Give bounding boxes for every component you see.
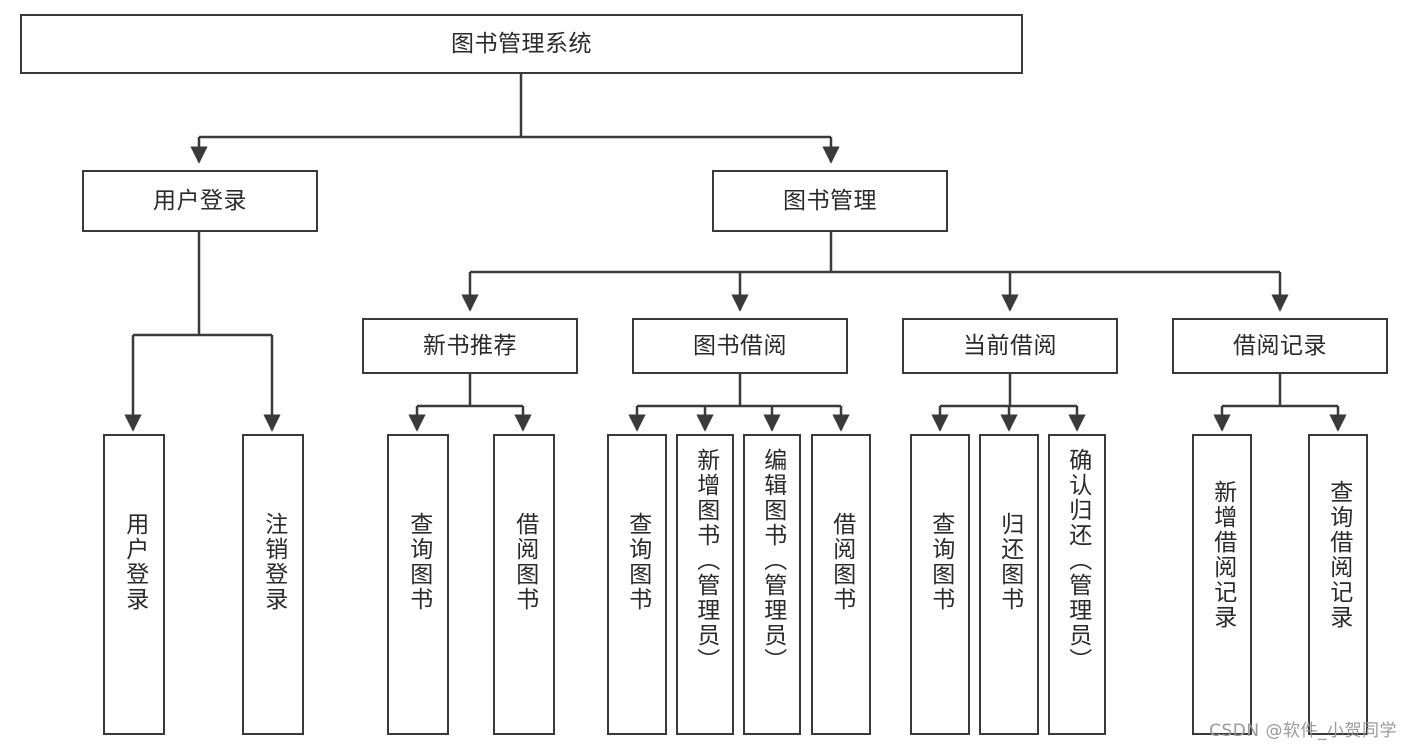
- node-book-manage[interactable]: 图书管理: [712, 170, 948, 232]
- node-new-book-rec-label: 新书推荐: [423, 332, 517, 359]
- node-leaf-add-record-label: 新增借阅记录: [1209, 480, 1236, 630]
- node-current-borrow-label: 当前借阅: [963, 332, 1057, 359]
- node-book-manage-label: 图书管理: [783, 187, 877, 214]
- node-leaf-add-record[interactable]: 新增借阅记录: [1192, 434, 1252, 735]
- node-user-login-label: 用户登录: [153, 187, 247, 214]
- node-user-login[interactable]: 用户登录: [82, 170, 318, 232]
- node-leaf-query-book-1[interactable]: 查询图书: [387, 434, 449, 735]
- node-new-book-rec[interactable]: 新书推荐: [362, 318, 578, 374]
- node-leaf-user-login-label: 用户登录: [121, 512, 148, 612]
- node-borrow-record-label: 借阅记录: [1233, 332, 1327, 359]
- node-leaf-edit-book[interactable]: 编辑图书（管理员）: [743, 434, 801, 735]
- node-leaf-query-book-3[interactable]: 查询图书: [910, 434, 970, 735]
- node-book-borrow[interactable]: 图书借阅: [632, 318, 848, 374]
- node-leaf-query-record[interactable]: 查询借阅记录: [1308, 434, 1368, 735]
- node-current-borrow[interactable]: 当前借阅: [902, 318, 1118, 374]
- node-leaf-borrow-book-2[interactable]: 借阅图书: [811, 434, 871, 735]
- csdn-watermark: CSDN @软件_小贺同学: [1209, 721, 1397, 741]
- node-borrow-record[interactable]: 借阅记录: [1172, 318, 1388, 374]
- node-leaf-confirm-return-label: 确认归还（管理员）: [1064, 448, 1091, 673]
- node-leaf-query-book-2[interactable]: 查询图书: [607, 434, 667, 735]
- node-leaf-query-record-label: 查询借阅记录: [1325, 480, 1352, 630]
- node-leaf-borrow-book-2-label: 借阅图书: [828, 512, 855, 612]
- node-leaf-add-book[interactable]: 新增图书（管理员）: [676, 434, 734, 735]
- node-root[interactable]: 图书管理系统: [20, 14, 1023, 74]
- node-leaf-user-logout[interactable]: 注销登录: [242, 434, 304, 735]
- node-root-label: 图书管理系统: [451, 30, 592, 57]
- node-leaf-user-login[interactable]: 用户登录: [103, 434, 165, 735]
- node-leaf-add-book-label: 新增图书（管理员）: [692, 448, 719, 673]
- node-leaf-query-book-3-label: 查询图书: [927, 512, 954, 612]
- node-leaf-user-logout-label: 注销登录: [260, 512, 287, 612]
- node-book-borrow-label: 图书借阅: [693, 332, 787, 359]
- node-leaf-return-book-label: 归还图书: [996, 512, 1023, 612]
- node-leaf-return-book[interactable]: 归还图书: [979, 434, 1039, 735]
- node-leaf-query-book-1-label: 查询图书: [405, 512, 432, 612]
- node-leaf-borrow-book-1[interactable]: 借阅图书: [493, 434, 555, 735]
- node-leaf-edit-book-label: 编辑图书（管理员）: [759, 448, 786, 673]
- node-leaf-borrow-book-1-label: 借阅图书: [511, 512, 538, 612]
- node-leaf-confirm-return[interactable]: 确认归还（管理员）: [1048, 434, 1106, 735]
- node-leaf-query-book-2-label: 查询图书: [624, 512, 651, 612]
